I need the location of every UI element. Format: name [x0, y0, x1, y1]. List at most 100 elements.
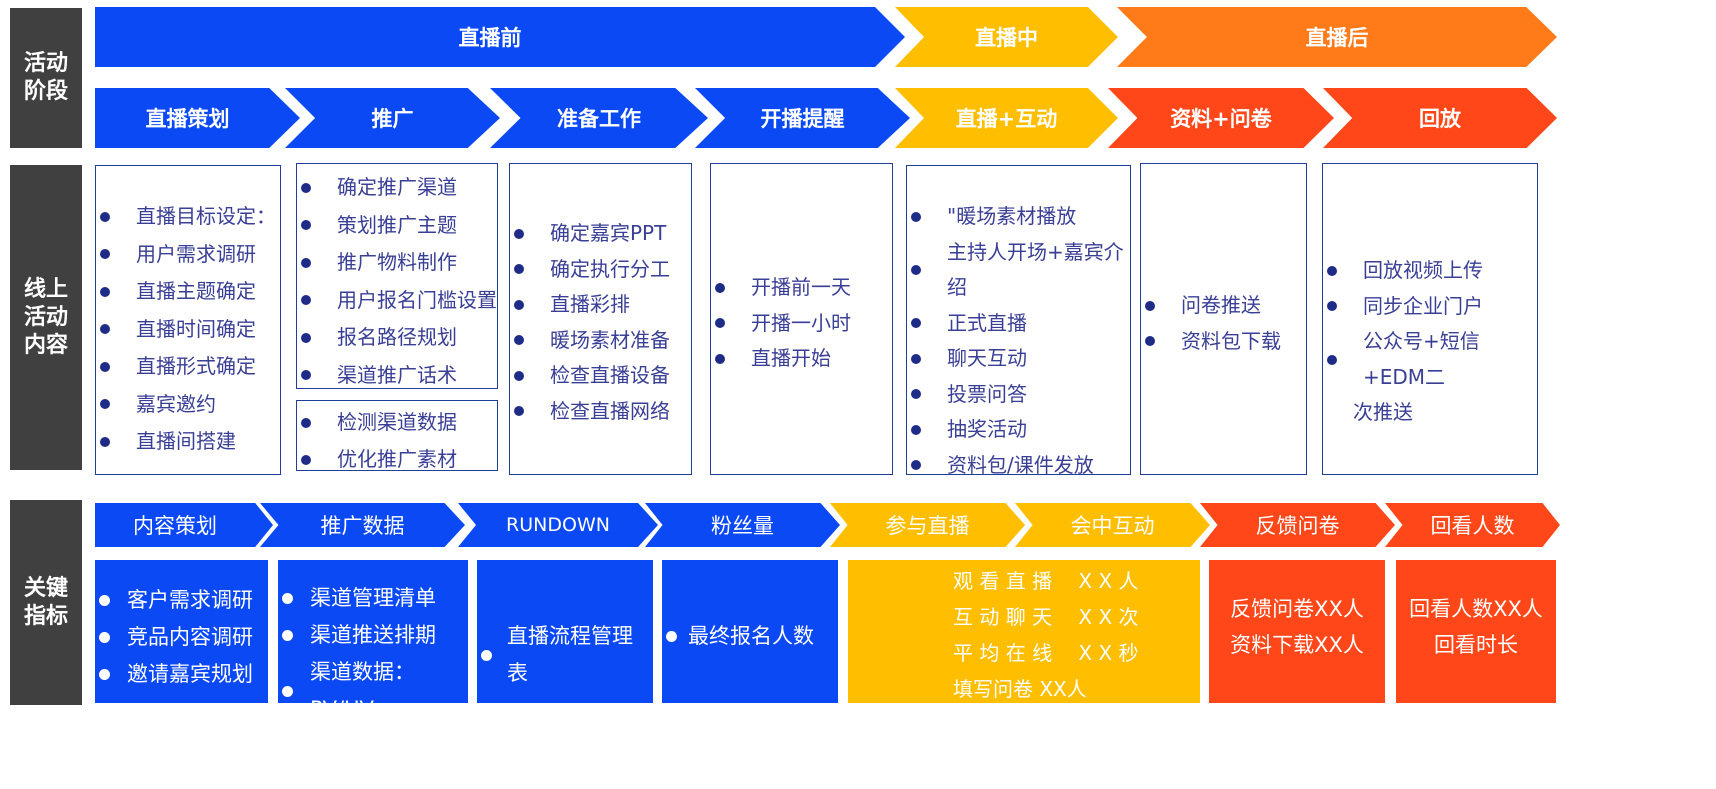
content-plan-list: 直播目标设定： 用户需求调研 直播主题确定 直播时间确定 直播形式确定 嘉宾邀约…	[96, 198, 280, 461]
content-promo-box-b: 检测渠道数据 优化推广素材	[296, 400, 498, 471]
list-item: 开播一小时	[711, 306, 892, 342]
list-item: 资料包下载	[1141, 324, 1306, 360]
list-item: 直播主题确定	[96, 273, 280, 311]
metric-content-list: 客户需求调研 竞品内容调研 邀请嘉宾规划	[95, 582, 268, 693]
metric-fans-list: 最终报名人数	[662, 618, 838, 655]
content-remind-box: 开播前一天 开播一小时 直播开始	[710, 163, 893, 475]
metric-header-rundown: RUNDOWN	[458, 503, 658, 547]
list-item: 检查直播网络	[510, 394, 691, 430]
metric-feedback-box: 反馈问卷XX人 资料下载XX人	[1209, 560, 1385, 703]
list-item: 邀请嘉宾规划	[95, 656, 268, 693]
list-item: 嘉宾邀约	[96, 386, 280, 424]
metric-fans-box: 最终报名人数	[662, 560, 838, 703]
list-item: 渠道推广话术	[297, 357, 497, 395]
metric-header-label: 会中互动	[1070, 514, 1155, 538]
metric-promo-box: 渠道管理清单 渠道推送排期 渠道数据：PV/UV	[278, 560, 468, 721]
list-item: 公众号+短信+EDM二	[1323, 324, 1537, 395]
metric-header-join: 参与直播	[830, 503, 1025, 547]
phase-before-label: 直播前	[458, 26, 522, 50]
phase-before-arrow: 直播前	[95, 7, 905, 67]
content-promo-list-b: 检测渠道数据 优化推广素材	[297, 404, 497, 478]
metric-live-line: 观 看 直 播 X X 人	[953, 569, 1139, 593]
metric-replay-line: 回看人数XX人	[1409, 596, 1543, 621]
list-item: 资料包/课件发放	[907, 448, 1130, 484]
list-item: 确定推广渠道	[297, 169, 497, 207]
list-item: 直播开始	[711, 341, 892, 377]
phase-after-arrow: 直播后	[1117, 7, 1557, 67]
content-replay-box: 回放视频上传 同步企业门户 公众号+短信+EDM二 次推送	[1322, 163, 1538, 475]
phase-during-label: 直播中	[975, 26, 1038, 50]
metric-header-interact: 会中互动	[1015, 503, 1210, 547]
step-survey-arrow: 资料+问卷	[1108, 88, 1334, 148]
metric-live-lines: 观 看 直 播 X X 人 互 动 聊 天 X X 次 平 均 在 线 X X …	[848, 560, 1200, 707]
content-plan-box: 直播目标设定： 用户需求调研 直播主题确定 直播时间确定 直播形式确定 嘉宾邀约…	[95, 165, 281, 475]
list-item: 直播时间确定	[96, 311, 280, 349]
metric-header-label: 粉丝量	[711, 514, 774, 538]
step-remind-label: 开播提醒	[760, 107, 845, 131]
metric-header-label: 参与直播	[885, 514, 970, 538]
content-promo-box-a: 确定推广渠道 策划推广主题 推广物料制作 用户报名门槛设置 报名路径规划 渠道推…	[296, 163, 498, 389]
list-item: 主持人开场+嘉宾介绍	[907, 235, 1130, 306]
list-item: 开播前一天	[711, 270, 892, 306]
metric-content-box: 客户需求调研 竞品内容调研 邀请嘉宾规划	[95, 560, 268, 703]
list-item: 暖场素材准备	[510, 323, 691, 359]
metric-live-box: 观 看 直 播 X X 人 互 动 聊 天 X X 次 平 均 在 线 X X …	[848, 560, 1200, 703]
metric-feedback-line: 反馈问卷XX人	[1230, 596, 1364, 621]
metric-header-replay: 回看人数	[1385, 503, 1560, 547]
step-replay-arrow: 回放	[1323, 88, 1557, 148]
content-replay-list: 回放视频上传 同步企业门户 公众号+短信+EDM二	[1323, 253, 1537, 395]
metric-header-label: 内容策划	[133, 514, 217, 538]
metric-header-label: 推广数据	[320, 514, 405, 538]
list-item: 用户需求调研	[96, 236, 280, 274]
list-item: 确定嘉宾PPT	[510, 216, 691, 252]
list-item: 渠道数据：PV/UV	[278, 654, 468, 728]
list-item: 回放视频上传	[1323, 253, 1537, 289]
list-item: 客户需求调研	[95, 582, 268, 619]
list-item: 同步企业门户	[1323, 289, 1537, 325]
list-item: 直播形式确定	[96, 348, 280, 386]
list-item: "暖场素材播放	[907, 199, 1130, 235]
metric-promo-list: 渠道管理清单 渠道推送排期 渠道数据：PV/UV	[278, 580, 468, 728]
metric-rundown-list: 直播流程管理表	[477, 618, 653, 692]
metric-header-label: 回看人数	[1430, 514, 1515, 538]
list-item: 用户报名门槛设置	[297, 282, 497, 320]
step-promo-label: 推广	[371, 107, 414, 131]
step-promo-arrow: 推广	[285, 88, 500, 148]
list-item: 直播流程管理表	[477, 618, 653, 692]
metric-header-promo: 推广数据	[260, 503, 465, 547]
metric-header-feedback: 反馈问卷	[1200, 503, 1395, 547]
phase-after-label: 直播后	[1305, 26, 1369, 50]
metric-header-label: RUNDOWN	[506, 514, 610, 536]
list-item: 问卷推送	[1141, 288, 1306, 324]
step-remind-arrow: 开播提醒	[695, 88, 910, 148]
content-live-box: "暖场素材播放 主持人开场+嘉宾介绍 正式直播 聊天互动 投票问答 抽奖活动 资…	[906, 165, 1131, 477]
step-survey-label: 资料+问卷	[1170, 107, 1272, 131]
list-item: 抽奖活动	[907, 412, 1130, 448]
content-prep-box: 确定嘉宾PPT 确定执行分工 直播彩排 暖场素材准备 检查直播设备 检查直播网络	[509, 163, 692, 475]
step-plan-arrow: 直播策划	[95, 88, 300, 148]
sidebar-content: 线上 活动 内容	[10, 165, 82, 470]
list-item: 检测渠道数据	[297, 404, 497, 441]
step-plan-label: 直播策划	[145, 107, 230, 131]
step-replay-label: 回放	[1419, 107, 1461, 131]
list-item: 优化推广素材	[297, 441, 497, 478]
content-promo-list-a: 确定推广渠道 策划推广主题 推广物料制作 用户报名门槛设置 报名路径规划 渠道推…	[297, 169, 497, 394]
content-live-list: "暖场素材播放 主持人开场+嘉宾介绍 正式直播 聊天互动 投票问答 抽奖活动 资…	[907, 199, 1130, 483]
list-item: 直播目标设定：	[96, 198, 280, 236]
metric-rundown-box: 直播流程管理表	[477, 560, 653, 703]
step-prep-arrow: 准备工作	[490, 88, 708, 148]
list-item: 最终报名人数	[662, 618, 838, 655]
content-survey-box: 问卷推送 资料包下载	[1140, 163, 1307, 475]
metric-header-content: 内容策划	[95, 503, 273, 547]
list-item: 报名路径规划	[297, 319, 497, 357]
metric-feedback-line: 资料下载XX人	[1230, 632, 1364, 657]
list-item: 直播间搭建	[96, 423, 280, 461]
step-prep-label: 准备工作	[557, 107, 641, 131]
sidebar-metrics: 关键 指标	[10, 500, 82, 705]
metric-header-fans: 粉丝量	[645, 503, 840, 547]
list-item: 推广物料制作	[297, 244, 497, 282]
list-item: 确定执行分工	[510, 252, 691, 288]
metric-replay-line: 回看时长	[1434, 632, 1518, 657]
list-item: 直播彩排	[510, 287, 691, 323]
content-survey-list: 问卷推送 资料包下载	[1141, 288, 1306, 359]
